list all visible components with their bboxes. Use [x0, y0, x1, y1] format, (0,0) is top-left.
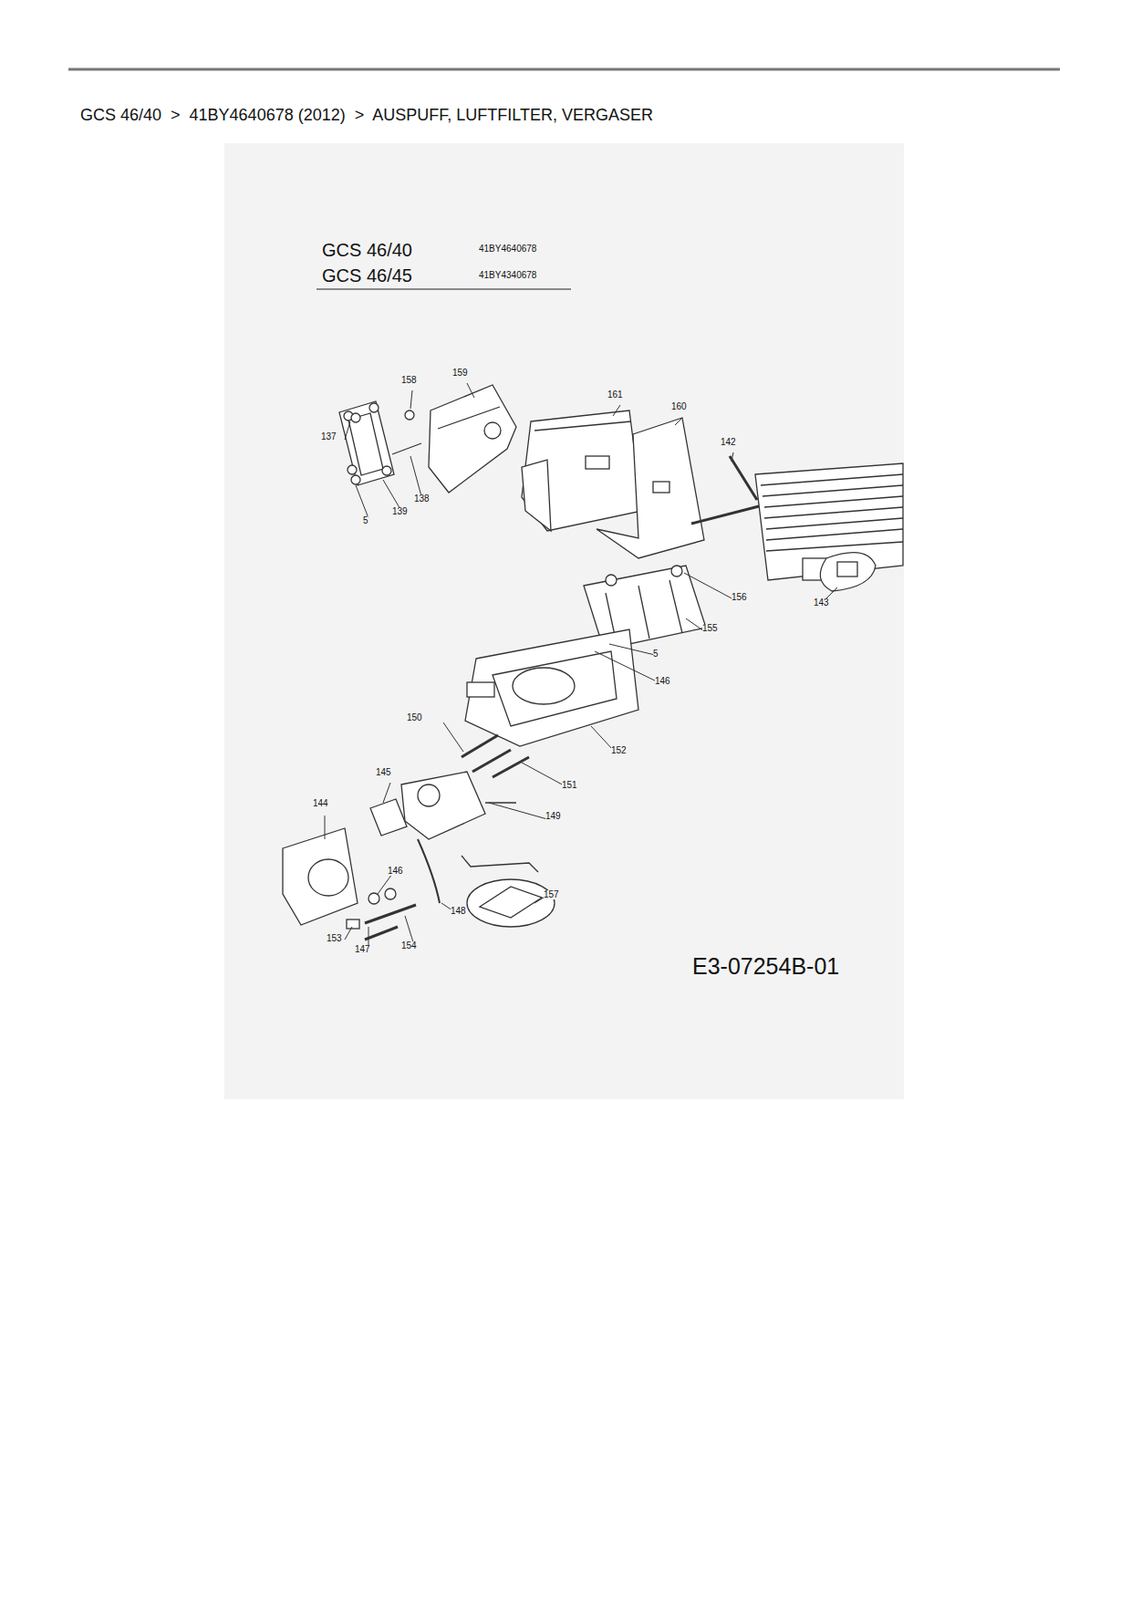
model-code: 41BY4340678 — [478, 270, 537, 281]
callout-number: 152 — [611, 746, 627, 756]
callout-number: 151 — [561, 780, 578, 790]
callout-number: 5 — [363, 516, 369, 526]
callout-number: 157 — [543, 890, 560, 900]
callout-number: 146 — [387, 866, 404, 876]
callout-number: 145 — [375, 767, 392, 778]
callout-number: 155 — [702, 623, 718, 633]
callout-number: 148 — [450, 906, 467, 916]
model-name: GCS 46/40 — [321, 240, 413, 260]
callout-number: 146 — [654, 676, 671, 686]
callout-number: 154 — [401, 941, 417, 951]
leader-lines — [324, 383, 838, 949]
callout-number: 161 — [607, 390, 623, 400]
callout-number: 153 — [326, 933, 343, 944]
model-code: 41BY4640678 — [478, 244, 537, 254]
figure-ground — [224, 143, 904, 1100]
callout-number: 158 — [401, 375, 417, 385]
callout-number: 137 — [321, 432, 337, 442]
callout-number: 144 — [312, 798, 329, 809]
callout-number: 149 — [545, 811, 561, 821]
model-name: GCS 46/45 — [321, 266, 413, 285]
callout-number: 159 — [452, 368, 468, 378]
callout-number: 147 — [354, 944, 371, 955]
callout-number: 142 — [720, 437, 737, 447]
callout-number: 156 — [731, 592, 748, 602]
page-title: GCS 46/40 > 41BY4640678 (2012) > AUSPUFF… — [80, 106, 654, 124]
header-rule — [68, 68, 1060, 72]
model-rule — [316, 288, 571, 291]
callout-number: 139 — [392, 507, 408, 517]
callout-number: 160 — [671, 402, 687, 412]
callout-number: 5 — [653, 649, 659, 659]
callout-number: 150 — [406, 713, 423, 723]
parts — [282, 384, 903, 940]
callout-number: 138 — [414, 494, 430, 504]
drawing-number: E3-07254B-01 — [692, 954, 840, 978]
callout-number: 143 — [813, 598, 830, 608]
